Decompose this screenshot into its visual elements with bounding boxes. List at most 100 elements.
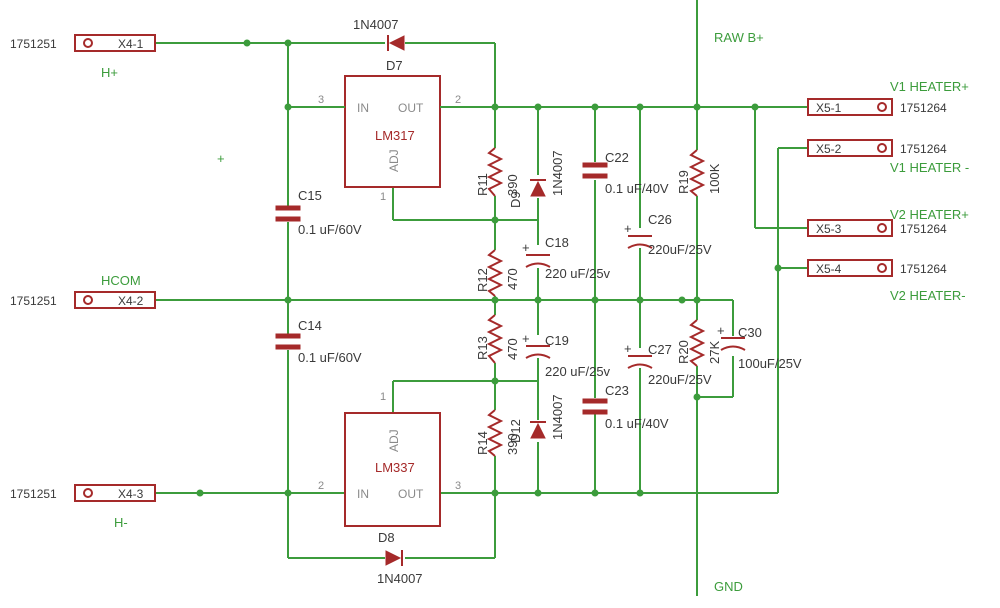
- capacitor-c26[interactable]: + C26 220uF/25V: [624, 212, 712, 257]
- polarity-plus: +: [624, 221, 632, 236]
- connector-pin-label: X5-2: [816, 142, 842, 156]
- diode-bottom[interactable]: 1N4007: [377, 550, 423, 586]
- regulator-lm337[interactable]: 2 3 1 IN OUT ADJ LM337 D8: [318, 391, 461, 545]
- ic-name: LM317: [375, 128, 415, 143]
- net-label-hcom: HCOM: [101, 273, 141, 288]
- capacitor-ref: C23: [605, 383, 629, 398]
- resistor-ref: R14: [475, 431, 490, 455]
- connector-pin-label: X4-1: [118, 37, 144, 51]
- pin-name-in: IN: [357, 101, 369, 115]
- polarity-plus: +: [717, 323, 725, 338]
- regulator-lm317[interactable]: 3 2 1 IN OUT ADJ LM317 D7: [318, 58, 470, 203]
- connector-x4-1[interactable]: 1751251 X4-1 H+: [10, 34, 156, 80]
- net-label-raw-b-plus: RAW B+: [714, 30, 764, 45]
- connector-part-label: 1751264: [900, 222, 947, 236]
- net-label-v1-heater-plus: V1 HEATER+: [890, 79, 969, 94]
- junctions: [196, 39, 782, 497]
- capacitor-value: 220uF/25V: [648, 242, 712, 257]
- net-label-v1-heater-minus: V1 HEATER -: [890, 160, 969, 175]
- pin-name-adj: ADJ: [387, 149, 401, 172]
- diode-mid-lower[interactable]: 1N4007: [530, 394, 565, 440]
- pin-name-out: OUT: [398, 101, 424, 115]
- stray-plus-mark: +: [217, 151, 225, 166]
- diode-label: 1N4007: [353, 17, 399, 32]
- pin-name-out: OUT: [398, 487, 424, 501]
- diode-label: 1N4007: [377, 571, 423, 586]
- capacitor-value: 220 uF/25v: [545, 266, 611, 281]
- capacitor-value: 220uF/25V: [648, 372, 712, 387]
- resistor-ref: R19: [676, 170, 691, 194]
- pin-name-in: IN: [357, 487, 369, 501]
- resistor-ref: R12: [475, 268, 490, 292]
- capacitor-value: 0.1 uF/60V: [298, 350, 362, 365]
- net-label-h-minus: H-: [114, 515, 128, 530]
- connector-part-label: 1751264: [900, 101, 947, 115]
- diode-label: 1N4007: [550, 394, 565, 440]
- capacitor-value: 220 uF/25v: [545, 364, 611, 379]
- resistor-ref: R11: [475, 173, 490, 196]
- ic-name: LM337: [375, 460, 415, 475]
- capacitor-c15[interactable]: C15 0.1 uF/60V: [275, 188, 362, 237]
- capacitor-c22[interactable]: C22 0.1 uF/40V: [582, 150, 669, 196]
- connector-x5-4[interactable]: X5-4 1751264 V2 HEATER-: [807, 259, 966, 303]
- capacitor-ref: C15: [298, 188, 322, 203]
- resistor-ref: R20: [676, 340, 691, 364]
- capacitor-c23[interactable]: C23 0.1 uF/40V: [582, 383, 669, 431]
- wires: [155, 0, 808, 596]
- pin-number-adj: 1: [380, 391, 386, 403]
- resistor-value: 390: [505, 174, 520, 196]
- resistor-r11[interactable]: R11 390 D9: [475, 147, 523, 208]
- overlap-label: D12: [508, 419, 523, 443]
- capacitor-c19[interactable]: + C19 220 uF/25v: [522, 331, 611, 379]
- resistor-r12[interactable]: R12 470: [475, 249, 520, 297]
- connector-part-label: 1751251: [10, 487, 57, 501]
- capacitor-value: 0.1 uF/60V: [298, 222, 362, 237]
- capacitor-c27[interactable]: + C27 220uF/25V: [624, 341, 712, 387]
- connector-x5-1[interactable]: X5-1 1751264 V1 HEATER+: [807, 79, 969, 116]
- capacitor-ref: C18: [545, 235, 569, 250]
- connector-x5-2[interactable]: X5-2 1751264 V1 HEATER -: [807, 139, 969, 175]
- resistor-r14[interactable]: R14 390 D12: [475, 409, 523, 457]
- diode-top[interactable]: 1N4007: [353, 17, 405, 51]
- pin-number-out: 2: [455, 94, 461, 106]
- overlap-label: D9: [508, 191, 523, 208]
- resistor-r20[interactable]: R20 27K: [676, 319, 722, 367]
- ic-ref: D8: [378, 530, 395, 545]
- net-label-gnd: GND: [714, 579, 743, 594]
- connector-pin-label: X5-1: [816, 101, 842, 115]
- pin-number-out: 3: [455, 480, 461, 492]
- resistor-ref: R13: [475, 336, 490, 360]
- capacitor-ref: C26: [648, 212, 672, 227]
- connector-pin-label: X4-3: [118, 487, 144, 501]
- capacitor-ref: C19: [545, 333, 569, 348]
- capacitor-c14[interactable]: C14 0.1 uF/60V: [275, 318, 362, 365]
- resistor-r19[interactable]: R19 100K: [676, 149, 722, 197]
- pin-name-adj: ADJ: [387, 429, 401, 452]
- polarity-plus: +: [624, 341, 632, 356]
- diode-mid-upper[interactable]: 1N4007: [530, 150, 565, 197]
- connector-part-label: 1751251: [10, 37, 57, 51]
- connector-x5-3[interactable]: X5-3 1751264 V2 HEATER+: [807, 207, 969, 237]
- capacitor-c30[interactable]: + C30 100uF/25V: [717, 323, 802, 371]
- net-label-v2-heater-minus: V2 HEATER-: [890, 288, 966, 303]
- capacitor-ref: C27: [648, 342, 672, 357]
- capacitor-ref: C30: [738, 325, 762, 340]
- connector-x4-3[interactable]: 1751251 X4-3 H-: [10, 484, 156, 530]
- resistor-r13[interactable]: R13 470: [475, 314, 520, 364]
- connector-pin-label: X5-4: [816, 262, 842, 276]
- net-label-h-plus: H+: [101, 65, 118, 80]
- pin-number-in: 3: [318, 94, 324, 106]
- resistor-value: 100K: [707, 163, 722, 194]
- polarity-plus: +: [522, 331, 530, 346]
- connector-x4-2[interactable]: 1751251 X4-2 HCOM: [10, 273, 156, 309]
- capacitor-ref: C22: [605, 150, 629, 165]
- net-label-v2-heater-plus: V2 HEATER+: [890, 207, 969, 222]
- connector-part-label: 1751264: [900, 262, 947, 276]
- resistor-value: 27K: [707, 341, 722, 364]
- connector-part-label: 1751251: [10, 294, 57, 308]
- capacitor-ref: C14: [298, 318, 322, 333]
- ic-ref: D7: [386, 58, 403, 73]
- capacitor-c18[interactable]: + C18 220 uF/25v: [522, 235, 611, 281]
- connector-pin-label: X5-3: [816, 222, 842, 236]
